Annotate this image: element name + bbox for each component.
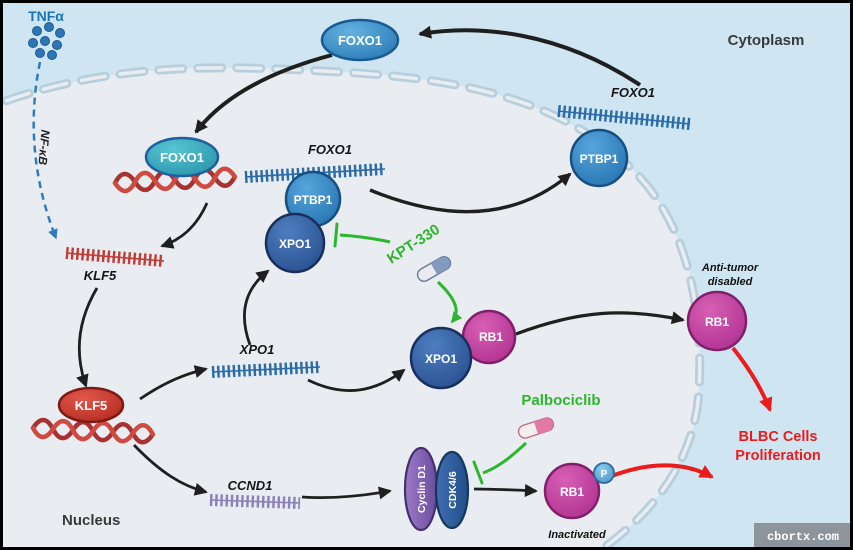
palbociclib-pill-icon [517,417,555,439]
phospho-badge [593,462,615,484]
ptbp1-cytoplasm-label: PTBP1 [580,152,619,166]
arrow-foxo1-into-nucleus [194,53,333,134]
tnfa-particles-icon [28,22,65,60]
klf5-protein-label: KLF5 [75,398,108,413]
nucleus-label: Nucleus [62,512,120,529]
arrow-xpo1-mrna-to-complex [307,368,406,392]
rb1-complex-label: RB1 [479,330,503,344]
arrow-foxo1-transcribes-klf5 [160,202,209,249]
blbc-label-line2: Proliferation [735,448,820,464]
arrow-foxo1-mrna-export-to-ptbp1 [369,172,572,214]
watermark-text: cbortx.com [767,530,839,544]
phospho-badge-label: P [601,469,608,480]
ccnd1-mrna-label: CCND1 [228,478,273,493]
rb1-inactivated-label: RB1 [560,485,584,499]
kpt330-pill-icon [416,256,452,282]
arrow-rb1-disabled-to-proliferation [731,346,773,412]
inactivated-label: Inactivated [548,529,606,541]
xpo1-protein: XPO1 [264,212,326,274]
arrow-complex-exports-rb1 [515,311,685,336]
palbociclib-label: Palbociclib [521,392,600,409]
xpo1-complex-label: XPO1 [425,352,457,366]
foxo1-mrna-cytoplasm [557,105,691,130]
arrow-klf5-transcribes-ccnd1 [132,444,208,496]
arrow-xpo1-mrna-to-protein [243,269,270,346]
tnfa-label: TNFα [28,8,64,24]
foxo1-mrna-nucleus-label: FOXO1 [308,142,352,157]
palbociclib-inhibits-cdk46 [472,441,528,485]
anti-tumor-label-line1: Anti-tumor [701,262,759,274]
nfkb-label: NF-κB [35,129,52,166]
arrow-ccnd1-to-cyclin-complex [301,486,392,500]
anti-tumor-label-line2: disabled [708,276,753,288]
ptbp1-nucleus-label: PTBP1 [294,193,333,207]
xpo1-protein-label: XPO1 [279,237,311,251]
ptbp1-protein-cytoplasm: PTBP1 [569,128,629,188]
foxo1-protein-cytoplasm: FOXO1 [320,18,400,62]
arrow-cdk-phosphorylates-rb1 [473,483,538,497]
ccnd1-mrna [209,494,301,509]
arrow-klf5-transcribes-xpo1 [139,365,208,401]
arrow-ptbp1-to-foxo1-protein [418,25,642,87]
klf5-protein: KLF5 [57,386,125,424]
kpt330-inhibits-xpo1 [333,222,391,248]
klf5-mrna [65,247,165,267]
foxo1-mrna-cytoplasm-label: FOXO1 [611,85,655,100]
cyclin-d1-cdk46-complex: Cyclin D1 CDK4/6 [403,446,470,532]
arrow-klf5-mrna-to-protein [76,287,99,388]
xpo1-rb1-complex: RB1 XPO1 [409,309,517,390]
cdk46-label: CDK4/6 [447,471,459,509]
klf5-mrna-label: KLF5 [84,268,117,283]
rb1-antitumor-label: RB1 [705,315,729,329]
watermark: cbortx.com [754,523,853,548]
xpo1-mrna [211,361,321,378]
blbc-label-line1: BLBC Cells [739,429,818,445]
foxo1-nucleus-label: FOXO1 [160,150,204,165]
nfkb-signal-arrow [32,61,58,240]
foxo1-protein-nucleus: FOXO1 [144,136,220,178]
cytoplasm-label: Cytoplasm [728,32,805,49]
cyclin-d1-label: Cyclin D1 [416,465,428,513]
foxo1-cytoplasm-label: FOXO1 [338,33,382,48]
xpo1-mrna-label: XPO1 [239,342,275,357]
rb1-protein-antitumor: RB1 [686,290,748,352]
kpt330-arrow-to-complex [436,280,463,324]
arrow-rb1-inactivated-to-proliferation [601,463,714,482]
rb1-protein-inactivated: RB1 P [543,462,615,520]
